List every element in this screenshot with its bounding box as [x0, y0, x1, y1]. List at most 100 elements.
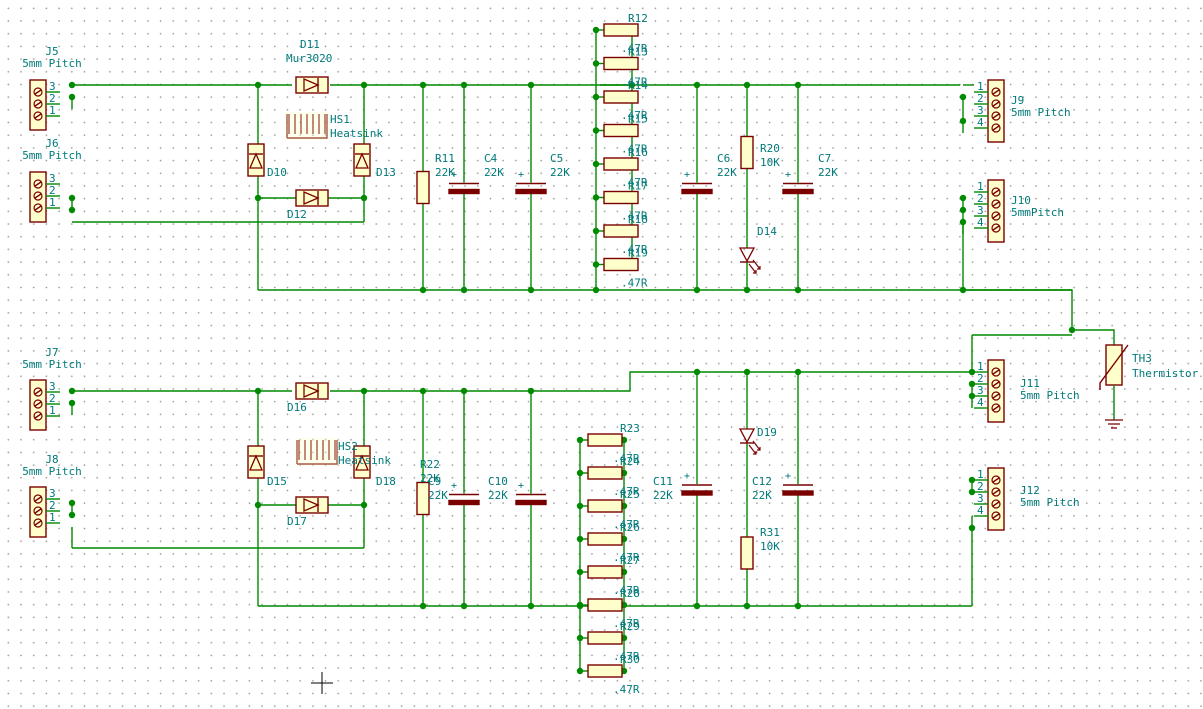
capacitor-value: 22K — [818, 166, 838, 179]
resistor-value: .47R — [621, 277, 648, 290]
junction-dot — [360, 501, 368, 509]
resistor-value: .47R — [613, 683, 640, 696]
capacitor-value: 22K — [428, 489, 448, 502]
resistor-ref: R11 — [435, 152, 455, 165]
junction-dot — [968, 476, 976, 484]
junction-dot — [254, 387, 262, 395]
wire — [364, 371, 972, 392]
connector-ref: J7 — [45, 346, 58, 359]
resistor-value: .47R — [621, 243, 648, 256]
resistor-value: 10K — [760, 540, 780, 553]
diode-ref: D16 — [287, 401, 307, 414]
polarity-mark: + — [518, 170, 524, 181]
junction-dot — [959, 194, 967, 202]
resistor-value: .47R — [613, 584, 640, 597]
pin-number: 2 — [49, 92, 56, 105]
screw-slot — [992, 513, 1000, 519]
resistor-ref: R27 — [620, 554, 640, 567]
screw-icon — [991, 223, 1001, 233]
wire — [1072, 329, 1115, 345]
resistor-value: .47R — [613, 617, 640, 630]
screw-slot — [992, 405, 1000, 411]
screw-slot — [992, 225, 1000, 231]
polarity-mark: + — [451, 481, 457, 492]
connector-value: 5mm Pitch — [22, 465, 82, 478]
load-bank-top: R12.47RR13.47RR14.47RR15.47RR16.47RR17.4… — [596, 12, 648, 290]
connector-value: 5mm Pitch — [1011, 106, 1071, 119]
screw-icon — [33, 387, 43, 397]
terminal-body — [987, 359, 1005, 423]
polarity-mark: + — [785, 471, 791, 482]
screw-slot — [992, 201, 1000, 207]
screw-slot — [34, 496, 42, 502]
heatsink-value: Heatsink — [330, 127, 383, 140]
screw-slot — [34, 205, 42, 211]
screw-icon — [991, 187, 1001, 197]
resistor-ref: R30 — [620, 653, 640, 666]
screw-icon — [991, 99, 1001, 109]
resistor-ref: R19 — [628, 247, 648, 260]
diode-body — [247, 445, 265, 479]
pin-number: 2 — [49, 184, 56, 197]
junction-dot — [959, 218, 967, 226]
pin-number: 3 — [49, 487, 56, 500]
heatsink-fill — [285, 112, 329, 140]
connector-value: 5mm Pitch — [22, 57, 82, 70]
resistor-value: .47R — [621, 210, 648, 223]
screw-slot — [992, 89, 1000, 95]
junction-dot — [68, 194, 76, 202]
diode-body — [295, 382, 329, 400]
screw-slot — [34, 113, 42, 119]
load-resistor-r19 — [603, 257, 639, 272]
resistor-ref: R25 — [620, 488, 640, 501]
junction-dot — [628, 81, 636, 89]
junction-dot — [254, 501, 262, 509]
polarity-mark: + — [518, 481, 524, 492]
resistor-ref: R16 — [628, 146, 648, 159]
load-resistor-r12 — [603, 23, 639, 37]
resistor-ref: R18 — [628, 213, 648, 226]
diode-body — [295, 189, 329, 207]
cap-plate-negative — [782, 490, 814, 496]
capacitor-value: 22K — [653, 489, 673, 502]
capacitor-ref: C6 — [717, 152, 730, 165]
diode-ref: D15 — [267, 475, 287, 488]
resistor-value: .47R — [621, 76, 648, 89]
resistor-ref: R23 — [620, 422, 640, 435]
diode-ref: D12 — [287, 208, 307, 221]
capacitor-value: 22K — [717, 166, 737, 179]
screw-icon — [991, 111, 1001, 121]
capacitor-value: 22K — [484, 166, 504, 179]
load-resistor-r24 — [587, 466, 623, 480]
pin-number: 4 — [977, 216, 984, 229]
junction-dot — [360, 194, 368, 202]
load-resistor-r28 — [587, 598, 623, 612]
heatsink-base — [286, 114, 328, 139]
resistor-value: .47R — [621, 109, 648, 122]
diode-body — [295, 76, 329, 94]
diode-triangle — [355, 152, 369, 169]
screw-slot — [992, 125, 1000, 131]
resistor-value: 22K — [435, 166, 455, 179]
diode-value: Mur3020 — [286, 52, 332, 65]
light-arrows-icon — [748, 440, 761, 455]
diode-ref: D18 — [376, 475, 396, 488]
capacitor-value: 22K — [752, 489, 772, 502]
